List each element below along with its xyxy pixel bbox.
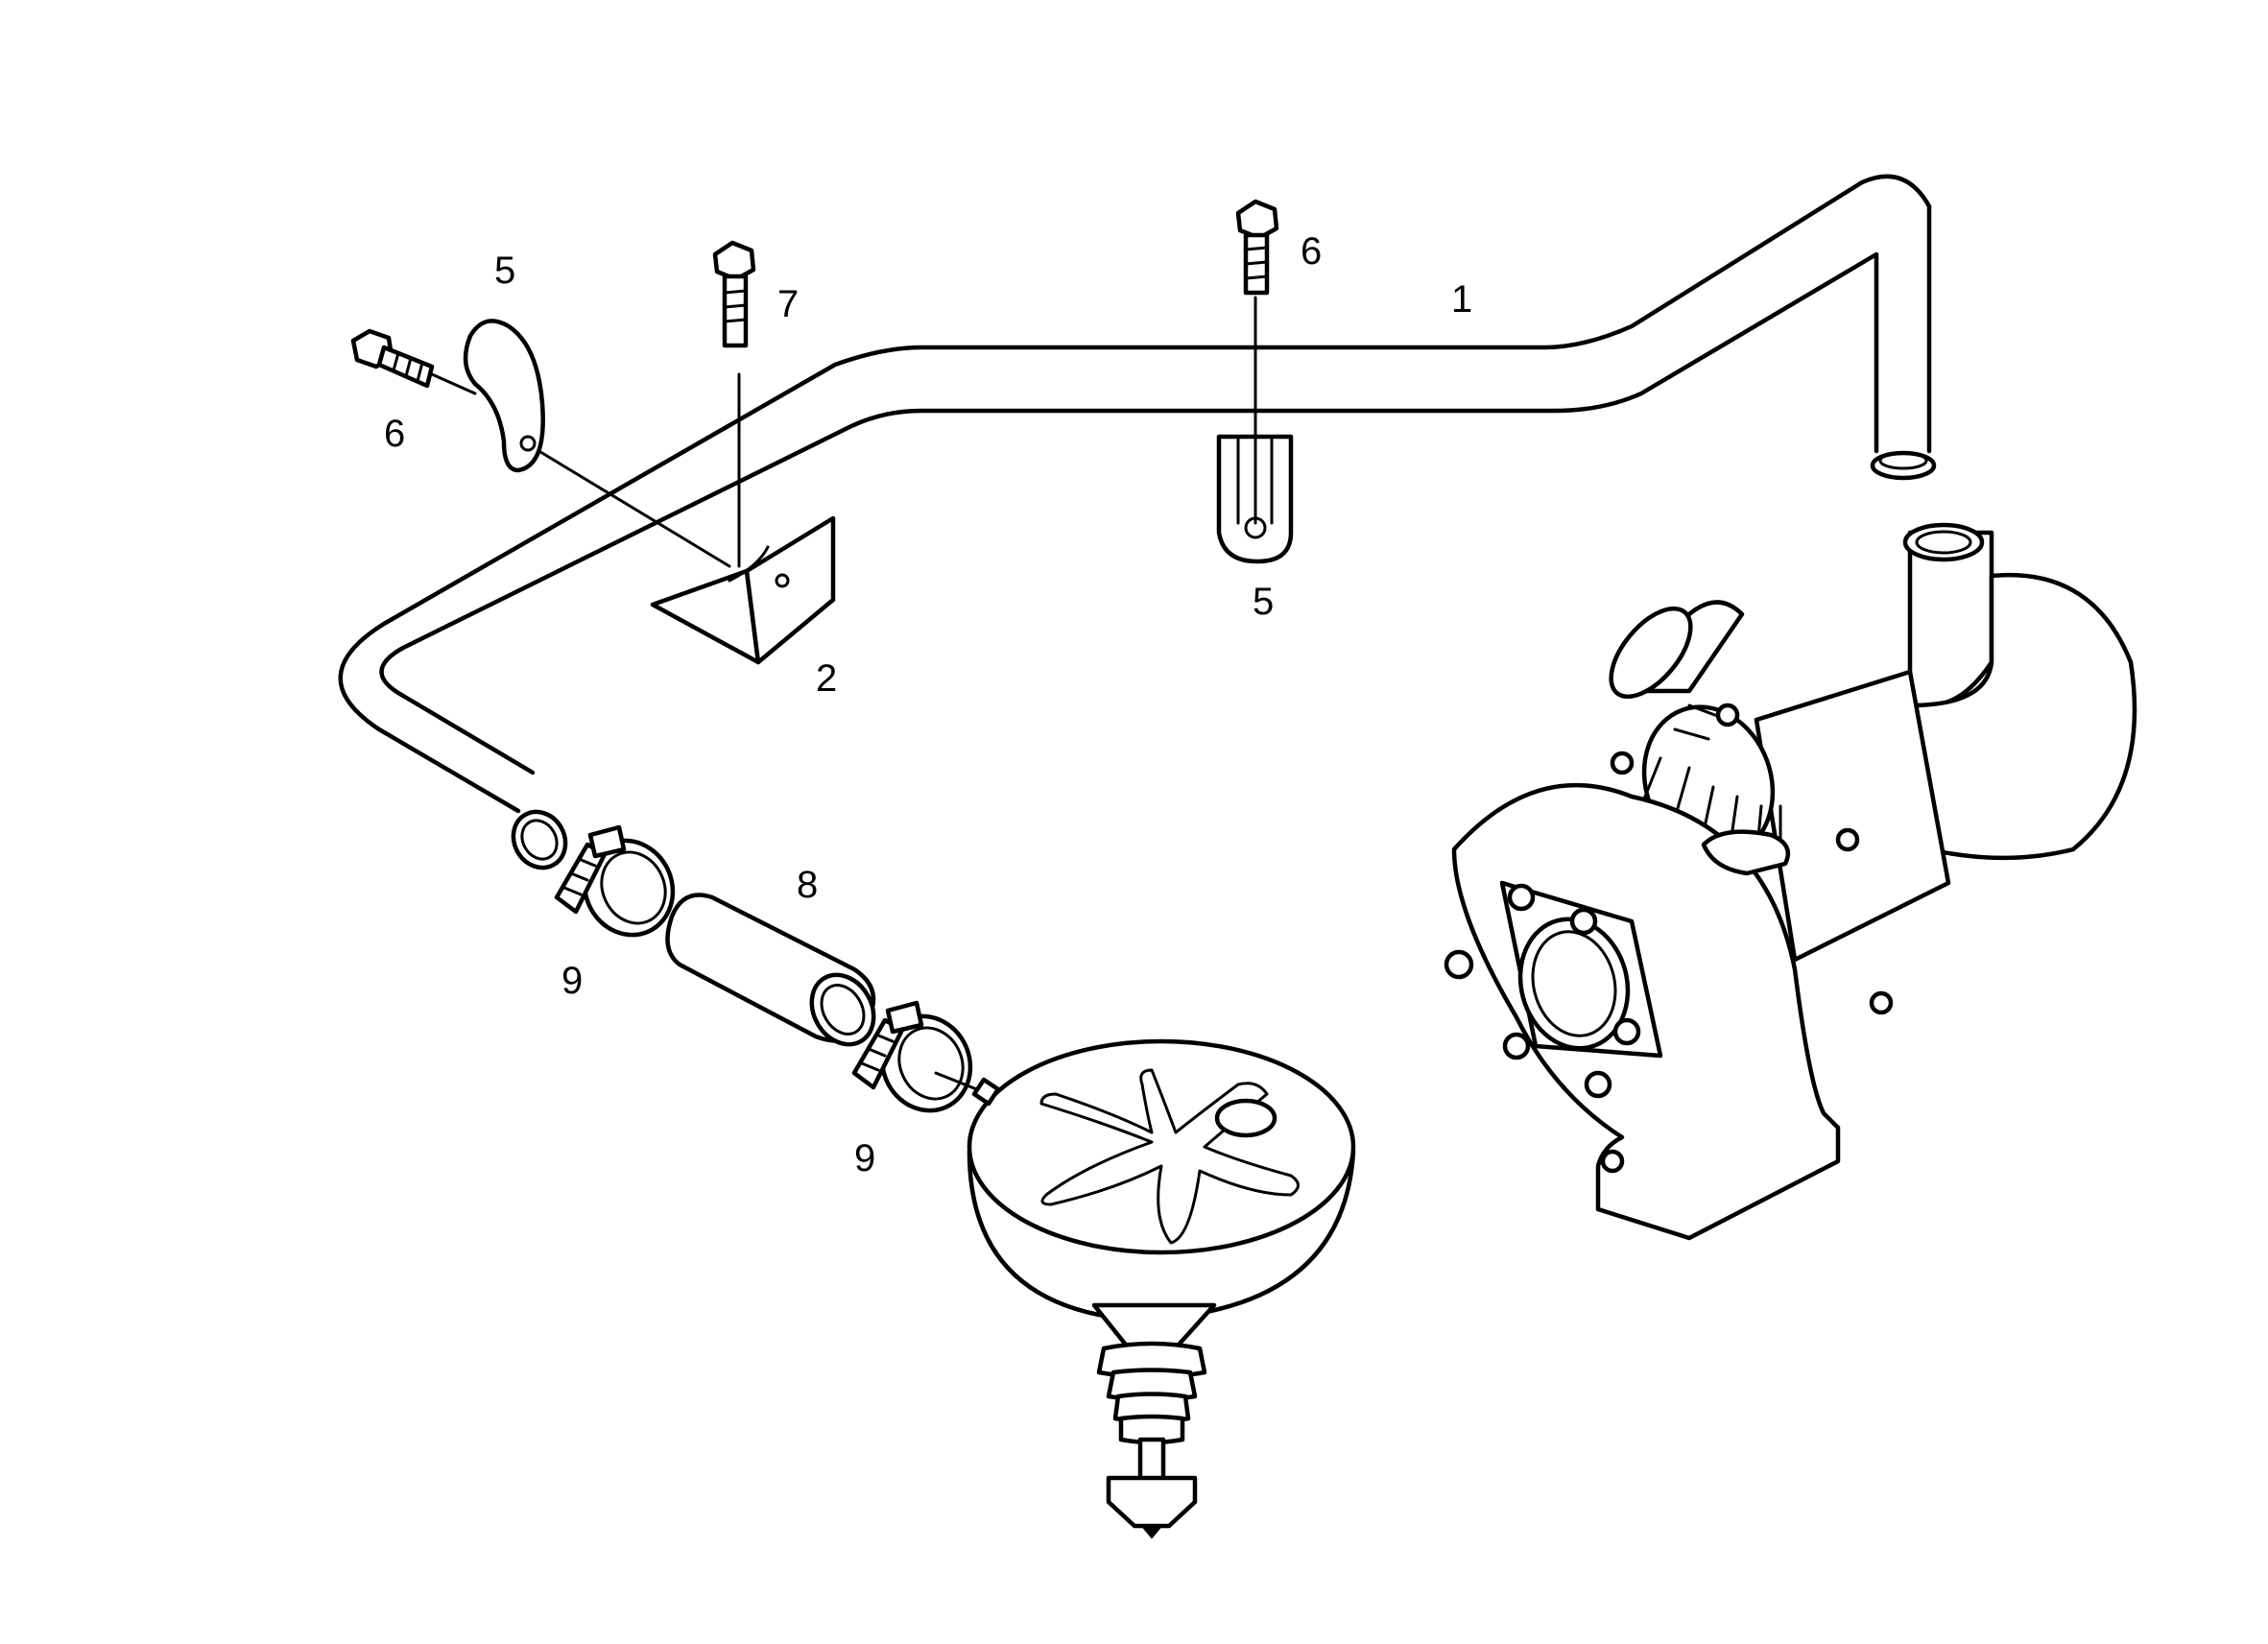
callout-5-left: 5 (494, 250, 515, 292)
hose-clamp-part-9-upper (554, 824, 676, 938)
pipe-part-1 (338, 174, 1937, 870)
callout-7: 7 (777, 283, 799, 325)
bracket-part-2 (521, 372, 836, 665)
turbocharger (1444, 522, 2137, 1241)
callout-1: 1 (1451, 278, 1472, 321)
clip-part-5-right (1216, 334, 1294, 564)
callout-2: 2 (816, 657, 837, 700)
callout-6-left: 6 (384, 413, 405, 455)
clip-part-5-left (463, 319, 545, 473)
callout-6-right: 6 (1301, 230, 1322, 273)
bolt-part-7 (712, 240, 756, 348)
callout-9-lower: 9 (854, 1137, 875, 1179)
hose-part-8 (665, 893, 876, 1047)
bolt-part-6-left (350, 328, 477, 395)
oil-separator-unit (967, 1038, 1356, 1539)
callout-9-upper: 9 (561, 960, 583, 1002)
callout-5-right: 5 (1253, 581, 1274, 623)
callout-labels: 1 2 5 5 6 6 7 8 9 9 (384, 230, 1472, 1179)
hose-clamp-part-9-lower (851, 1000, 991, 1113)
bolt-part-6-right (1235, 199, 1279, 296)
callout-8: 8 (797, 864, 818, 906)
